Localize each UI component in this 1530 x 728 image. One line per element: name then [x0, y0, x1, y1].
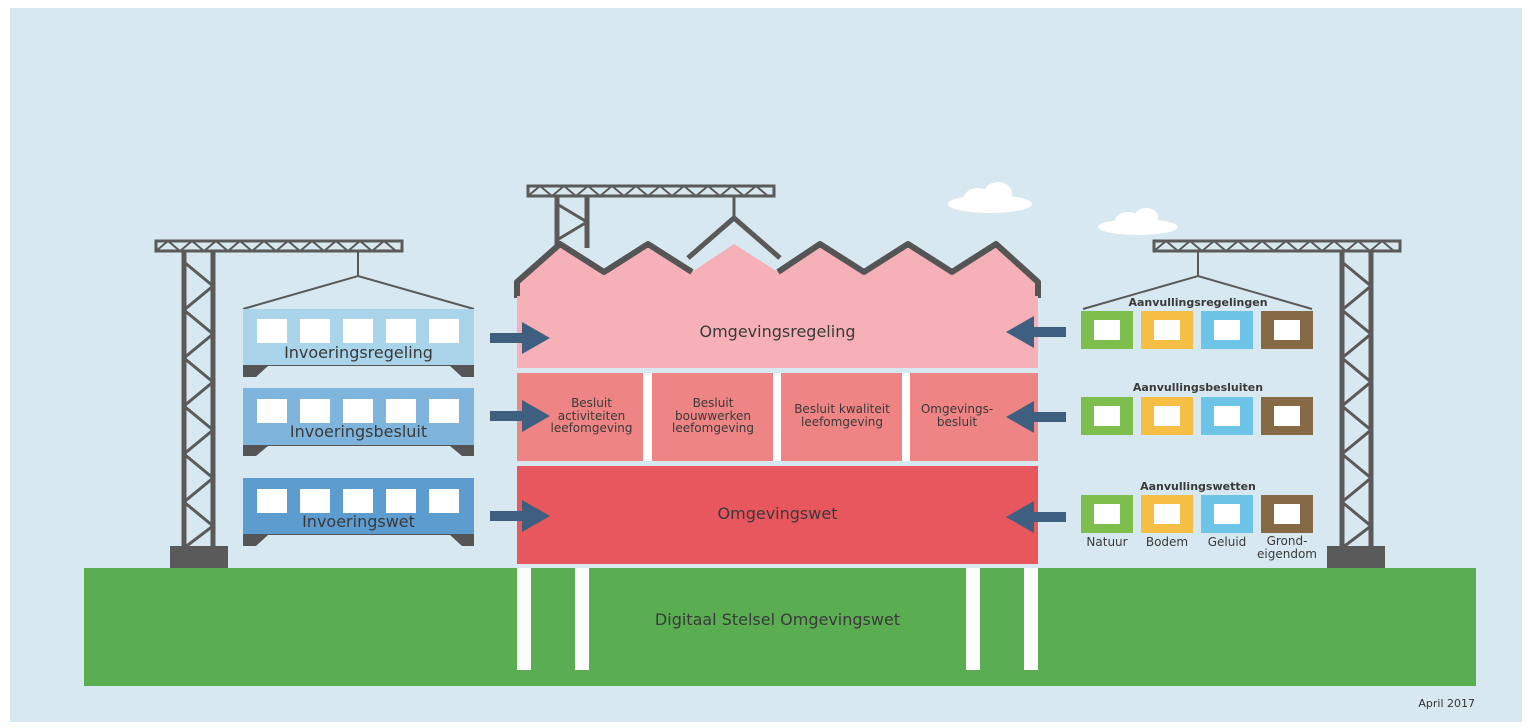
- left-floor: [243, 388, 474, 456]
- aanvullingsbesluiten-title: Aanvullingsbesluiten: [1132, 381, 1264, 395]
- cloud-icon: [1098, 208, 1178, 235]
- ground: [84, 568, 1476, 686]
- invoeringswet-label: Invoeringswet: [302, 511, 415, 531]
- arrow-right-icon: [490, 500, 550, 532]
- center-cell-label: Omgevings-besluit: [920, 402, 994, 429]
- arrow-left-icon: [1006, 316, 1066, 348]
- footer-date: April 2017: [1418, 697, 1475, 710]
- arrow-left-icon: [1006, 401, 1066, 433]
- center-bottom-floor: [517, 466, 1038, 564]
- left-crane: [154, 239, 475, 568]
- omgevingsregeling-label: Omgevingsregeling: [699, 321, 856, 341]
- center-top-floor: [517, 296, 1038, 368]
- left-floor: [243, 478, 474, 546]
- arrow-left-icon: [1006, 501, 1066, 533]
- aanvullingsregelingen-title: Aanvullingsregelingen: [1128, 296, 1268, 310]
- center-cell: [652, 373, 773, 461]
- right-crane: [1082, 239, 1402, 568]
- cloud-icon: [948, 182, 1032, 213]
- invoeringsbesluit-label: Invoeringsbesluit: [289, 421, 428, 441]
- category-label: Natuur: [1086, 534, 1128, 549]
- center-crane: [526, 184, 782, 260]
- center-roof-outline: [514, 241, 1041, 298]
- right-boxes: [1081, 311, 1313, 533]
- category-label: Bodem: [1145, 534, 1189, 549]
- left-floor: [243, 309, 474, 377]
- digitaal-stelsel-label: Digitaal Stelsel Omgevingswet: [654, 609, 901, 629]
- center-cell-label: Besluit activiteiten leefomgeving: [550, 396, 633, 436]
- omgevingswet-label: Omgevingswet: [717, 503, 838, 523]
- category-label: Geluid: [1207, 534, 1247, 549]
- aanvullingswetten-title: Aanvullingswetten: [1140, 480, 1256, 494]
- category-label: Grond-eigendom: [1257, 534, 1317, 561]
- arrow-right-icon: [490, 322, 550, 354]
- building-stilts: [517, 568, 1038, 670]
- center-cell-label: Besluit bouwwerken leefomgeving: [671, 396, 754, 436]
- arrow-right-icon: [490, 400, 550, 432]
- invoeringsregeling-label: Invoeringsregeling: [284, 342, 433, 362]
- center-cell-label: Besluit kwaliteit leefomgeving: [794, 402, 890, 429]
- center-cell: [781, 373, 902, 461]
